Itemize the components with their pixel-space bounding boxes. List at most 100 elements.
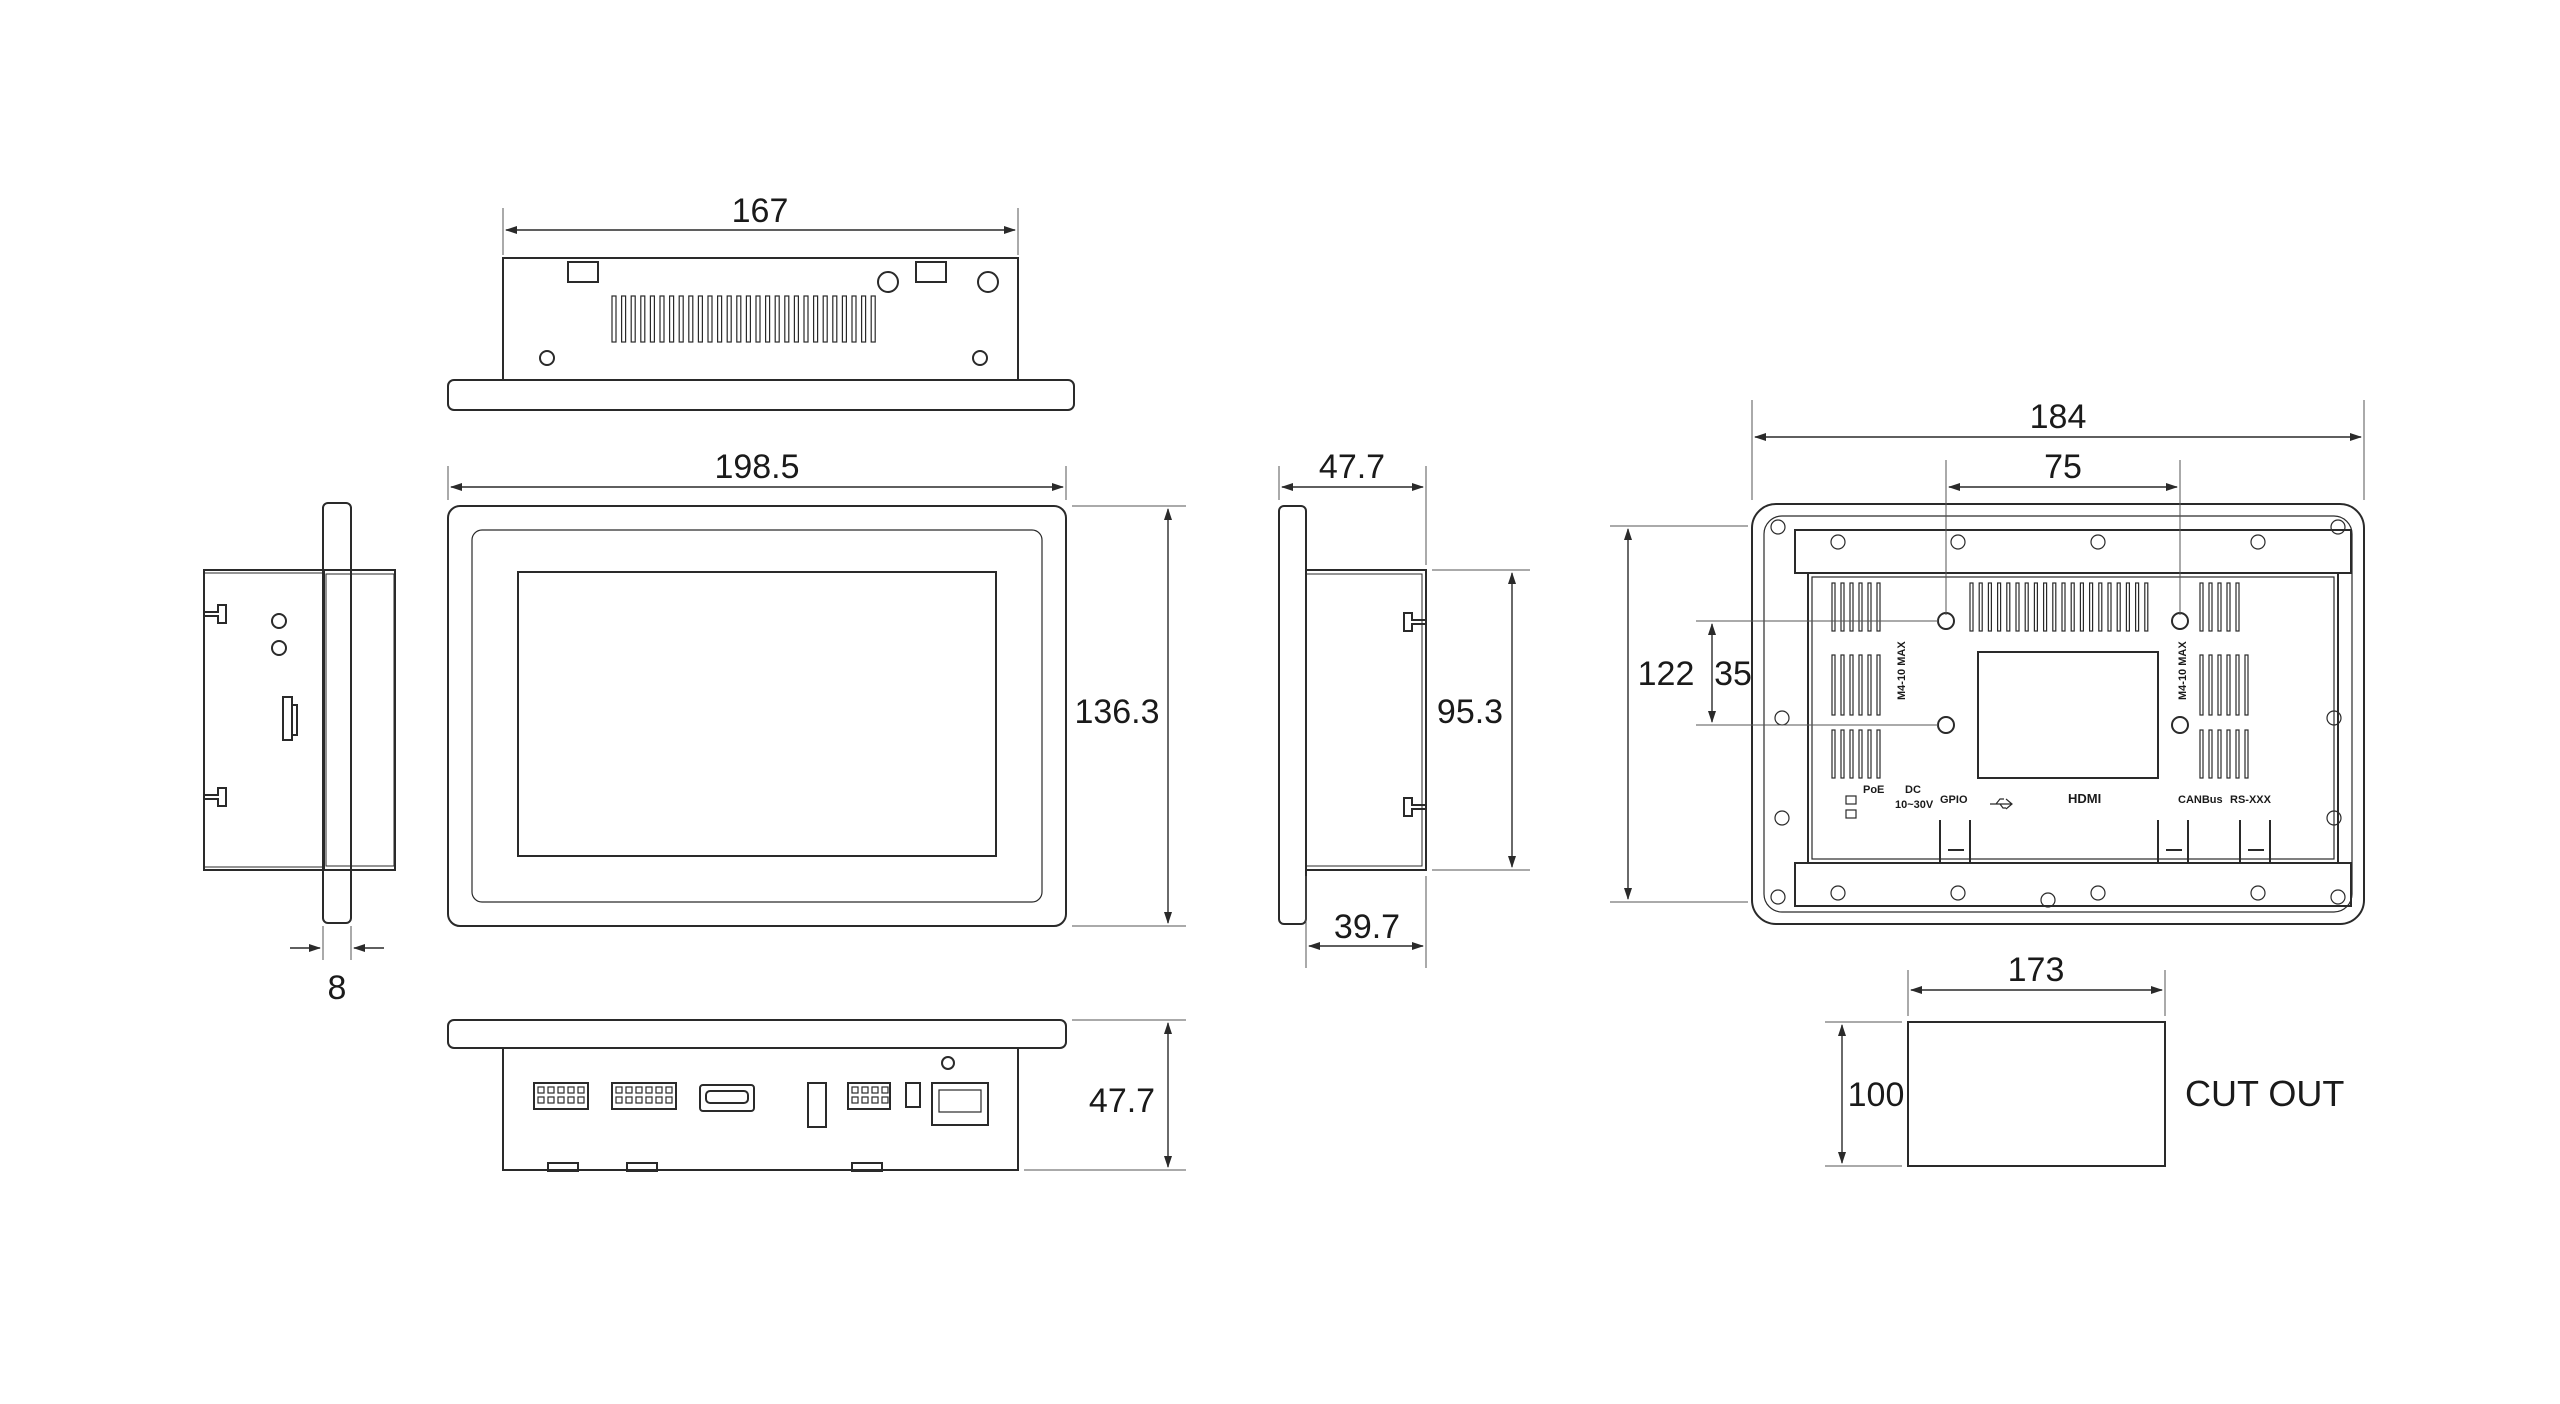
vent-slot	[2098, 582, 2103, 632]
vent-slot	[764, 295, 771, 343]
connector-pin	[851, 1096, 859, 1104]
vent-slot	[2208, 729, 2213, 779]
screw	[2040, 892, 2056, 908]
connector-pin	[557, 1096, 565, 1104]
screw	[2326, 810, 2342, 826]
vent-slot	[697, 295, 704, 343]
top-vent-slots	[611, 295, 876, 343]
vent-slot	[2235, 729, 2240, 779]
label-dc: DC	[1905, 784, 1921, 796]
dim-front-width: 198.5	[714, 448, 799, 486]
connector-pins	[537, 1086, 889, 1104]
vent-slot	[812, 295, 819, 343]
connector-pin	[547, 1096, 555, 1104]
screw	[1770, 889, 1786, 905]
vent-slot	[1840, 729, 1845, 779]
vent-slot	[2217, 582, 2222, 632]
vent-slot	[2235, 654, 2240, 716]
vent-slot	[832, 295, 838, 343]
vent-slot	[2226, 729, 2231, 779]
top-view: 167	[447, 192, 1075, 411]
vent-slot	[851, 295, 857, 343]
vent-slot	[2070, 582, 2075, 632]
connector-pin	[625, 1086, 633, 1094]
vent-slot	[1858, 654, 1863, 716]
vent-slot	[841, 295, 848, 343]
vent-slot	[1858, 729, 1863, 779]
vent-slot	[1876, 654, 1881, 716]
vent-slot	[784, 295, 790, 343]
connector-pin	[861, 1086, 869, 1094]
vent-slot	[2199, 729, 2204, 779]
vent-slot	[774, 295, 780, 343]
vent-slot	[1858, 582, 1863, 632]
vent-slot	[1867, 729, 1872, 779]
vent-slot	[2061, 582, 2066, 632]
vent-slot	[2006, 582, 2011, 632]
vent-slot	[1849, 654, 1854, 716]
screw	[2330, 889, 2346, 905]
vent-slot	[1831, 654, 1836, 716]
connector-pin	[881, 1086, 889, 1094]
vent-slot	[678, 295, 684, 343]
vent-slot	[2199, 582, 2204, 632]
vent-slot	[2052, 582, 2057, 632]
connector-pin	[577, 1086, 585, 1094]
vent-slot	[1867, 582, 1872, 632]
vent-slot	[716, 295, 723, 343]
vent-slot	[1978, 582, 1983, 632]
vent-slot	[1969, 582, 1974, 632]
connector-pin	[871, 1096, 879, 1104]
rear-view: PoE DC 10~30V GPIO HDMI CANBus RS-XXX M4…	[1610, 398, 2365, 925]
screw	[2250, 534, 2266, 550]
screw	[2330, 519, 2346, 535]
dim-bottom-depth: 47.7	[1089, 1082, 1155, 1120]
mounting-screws	[1770, 519, 2346, 908]
screw	[2090, 885, 2106, 901]
label-vesa-right: M4-10 MAX	[2177, 641, 2189, 700]
usb-icon	[1990, 798, 2013, 810]
vent-slot	[745, 295, 752, 343]
connector-pin	[625, 1096, 633, 1104]
connector-pin	[881, 1096, 889, 1104]
vent-slot	[668, 295, 675, 343]
label-canbus: CANBus	[2178, 794, 2223, 806]
dim-rear-vesa-v: 35	[1714, 655, 1752, 693]
network-icon	[1845, 795, 1857, 819]
screw	[1950, 534, 1966, 550]
cutout-view: 173 100 CUT OUT	[1825, 951, 2344, 1167]
vent-slot	[1849, 729, 1854, 779]
label-hdmi: HDMI	[2068, 791, 2101, 806]
connector-pin	[645, 1096, 653, 1104]
vent-slot	[2235, 582, 2240, 632]
connector-pin	[665, 1096, 673, 1104]
vent-slot	[1831, 582, 1836, 632]
dim-rear-vesa-h: 75	[2044, 448, 2082, 486]
connector-pin	[567, 1086, 575, 1094]
vent-slot	[2116, 582, 2121, 632]
dim-rear-width: 184	[2030, 398, 2087, 436]
bottom-view: 47.7	[447, 1019, 1186, 1172]
connector-pin	[655, 1096, 663, 1104]
vent-slot	[1840, 582, 1845, 632]
vent-slot	[2042, 582, 2048, 632]
connector-pin	[851, 1086, 859, 1094]
vent-slot	[2135, 582, 2140, 632]
screw	[1830, 885, 1846, 901]
dim-cutout-height: 100	[1848, 1076, 1905, 1114]
vent-slot	[688, 295, 694, 343]
vent-slot	[1849, 582, 1854, 632]
dim-front-height: 136.3	[1074, 693, 1159, 731]
vent-slot	[803, 295, 809, 343]
vent-slot	[611, 295, 617, 343]
connector-pin	[635, 1096, 643, 1104]
vent-slot	[793, 295, 800, 343]
vent-slot	[659, 295, 665, 343]
vent-slot	[2033, 582, 2039, 632]
connector-pin	[635, 1086, 643, 1094]
vent-slot	[1876, 729, 1881, 779]
connector-pin	[577, 1096, 585, 1104]
vent-slot	[1867, 654, 1872, 716]
connector-pin	[557, 1086, 565, 1094]
connector-pin	[537, 1096, 545, 1104]
